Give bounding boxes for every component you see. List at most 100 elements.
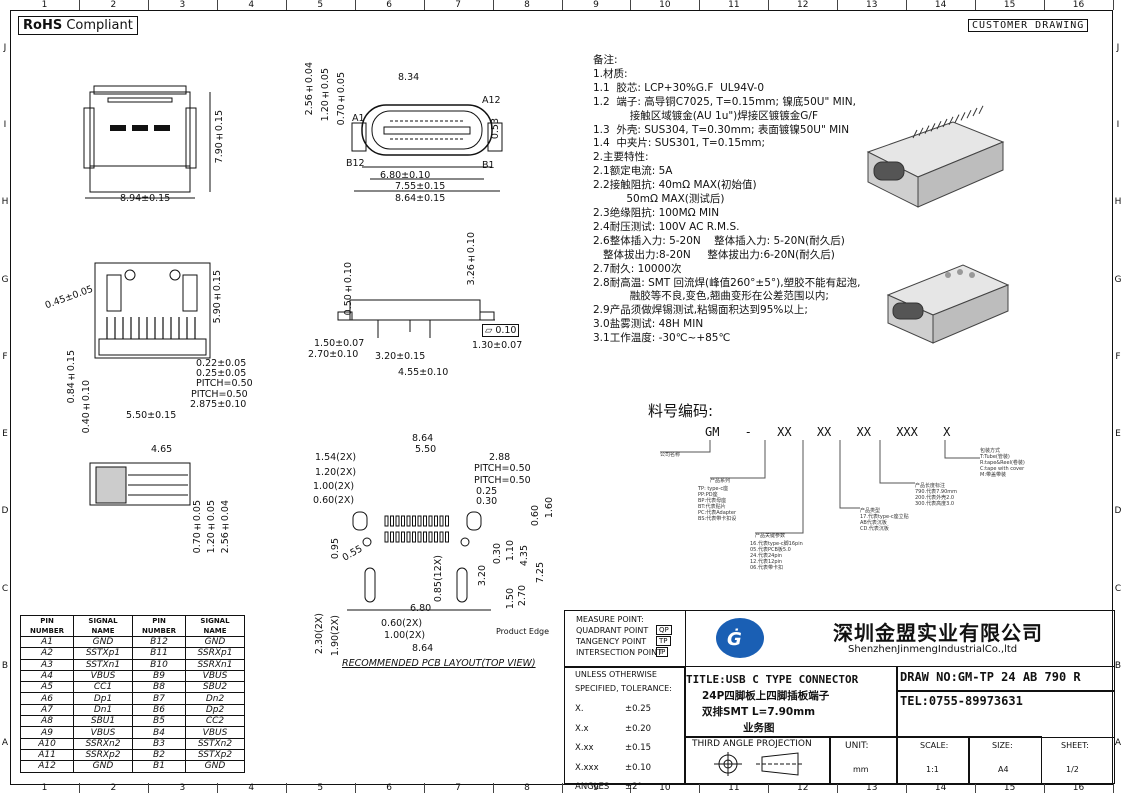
smt-pad xyxy=(423,531,427,543)
ruler-row-A: A xyxy=(1114,738,1122,749)
table-cell: B12 xyxy=(132,635,186,649)
terminal-pin xyxy=(924,125,930,134)
dim-120-b: 1.20±0.05 xyxy=(206,500,217,554)
pcb-680: 6.80 xyxy=(410,603,432,614)
ruler-col-2: 2 xyxy=(79,0,149,10)
company-logo: Ġ xyxy=(716,618,764,658)
note-line: 2.3绝缘阻抗: 100MΩ MIN xyxy=(593,206,720,219)
note-line: 2.9产品须做焊锡测试,粘锡面积达到95%以上; xyxy=(593,304,808,317)
note-line: 2.6整体插入力: 5-20N 整体插入力: 5-20N(耐久后) xyxy=(593,234,845,247)
projection-box xyxy=(684,736,831,784)
tolerance-row: X.x±0.20 xyxy=(575,723,652,734)
ruler-row-G: G xyxy=(1,274,9,285)
label-a12: A12 xyxy=(482,95,501,106)
dim-070-b: 0.70±0.05 xyxy=(192,500,203,554)
dim-270: 2.70±0.10 xyxy=(308,349,359,360)
ruler-col-6: 6 xyxy=(355,0,425,10)
dim-2875: 2.875±0.10 xyxy=(190,399,247,410)
terminal-pin xyxy=(966,109,972,119)
pitch-050-b: PITCH=0.50 xyxy=(191,389,248,400)
table-cell: GND xyxy=(185,635,245,649)
note-line: 2.1额定电流: 5A xyxy=(593,165,673,178)
part-code-leaders: 公司名称 产品系列 TP: type-c座 PP:PD座 BP:代表母座 BT:… xyxy=(660,440,1025,571)
svg-text:公司名称: 公司名称 xyxy=(660,451,680,458)
company-name-cn: 深圳金盟实业有限公司 xyxy=(833,621,1043,645)
table-cell: CC1 xyxy=(73,681,133,694)
pin-table-header-cell: SIGNAL NAME xyxy=(185,615,245,637)
terminal-pin xyxy=(978,105,984,115)
pcb-725: 7.25 xyxy=(535,562,546,584)
smt-pad xyxy=(406,515,411,527)
connector-3d-bottom xyxy=(886,264,1010,344)
scale-value: 1:1 xyxy=(926,765,939,774)
dim-755: 7.55±0.15 xyxy=(395,181,446,192)
note-line: 2.主要特性: xyxy=(593,151,649,164)
company-name-en: ShenzhenJinmengIndustrialCo.,ltd xyxy=(848,644,1018,655)
svg-text:06.代表带卡扣: 06.代表带卡扣 xyxy=(750,564,783,571)
unit-box xyxy=(829,736,898,784)
part-code-segment: XXX xyxy=(896,425,944,439)
pin-table-header-cell: SIGNAL NAME xyxy=(73,615,133,637)
dim-256-b: 2.56±0.04 xyxy=(220,500,231,554)
table-cell: A6 xyxy=(20,692,74,705)
tolerance-row: X.±0.25 xyxy=(575,704,652,714)
tolerance-row: X.xx±0.15 xyxy=(575,743,652,753)
dim-834: 8.34 xyxy=(398,72,420,83)
ruler-col-5: 5 xyxy=(286,783,356,793)
flatness-box: ⏥ 0.10 xyxy=(482,324,520,337)
table-cell: A8 xyxy=(20,715,74,728)
note-line: 备注: xyxy=(593,54,618,66)
ruler-col-7: 7 xyxy=(424,0,494,10)
ruler-row-F: F xyxy=(1115,351,1121,362)
svg-text:05.代表PCB板5.0: 05.代表PCB板5.0 xyxy=(750,546,791,553)
note-line: 接触区域镀金(AU 1u")焊接区镀镀金G/F xyxy=(593,109,818,122)
table-cell: B3 xyxy=(132,737,186,750)
title-line-4: 业务图 xyxy=(743,722,775,734)
title-box xyxy=(684,666,898,738)
table-cell: A5 xyxy=(20,681,74,694)
tol-title-2: SPECIFIED, TOLERANCE: xyxy=(575,684,672,693)
smt-pad xyxy=(439,531,444,543)
ruler-col-2: 2 xyxy=(79,783,149,793)
dim-590: 5.90±0.15 xyxy=(212,270,223,324)
pin-table-header-cell: PIN NUMBER xyxy=(20,615,74,637)
svg-text:产品类型: 产品类型 xyxy=(860,507,880,514)
dim-070-a: 0.70±0.05 xyxy=(336,72,347,126)
svg-text:12.代表12pin: 12.代表12pin xyxy=(750,558,782,565)
dim-120-a: 1.20±0.05 xyxy=(320,68,331,122)
table-cell: B4 xyxy=(132,726,186,739)
terminal-pin xyxy=(912,129,918,139)
tolerance-box xyxy=(564,666,686,784)
table-cell: B11 xyxy=(132,647,186,660)
ruler-col-13: 13 xyxy=(837,783,908,793)
svg-text:包装方式: 包装方式 xyxy=(980,447,1000,454)
ruler-col-6: 6 xyxy=(355,783,425,793)
ruler-col-11: 11 xyxy=(699,783,770,793)
sheet-label: SHEET: xyxy=(1061,741,1089,750)
ruler-col-10: 10 xyxy=(630,0,701,10)
title-line-1: TITLE:USB C TYPE CONNECTOR xyxy=(686,673,859,686)
pcb-864-b: 8.64 xyxy=(412,643,434,654)
dim-320: 3.20±0.15 xyxy=(375,351,426,362)
product-edge-label: Product Edge xyxy=(496,627,550,636)
table-cell: SSRXp1 xyxy=(185,647,245,660)
pitch-050-a: PITCH=0.50 xyxy=(196,378,253,389)
svg-text:BP:代表母座: BP:代表母座 xyxy=(698,497,726,504)
ruler-row-F: F xyxy=(2,351,8,362)
svg-text:CD.代表沉板: CD.代表沉板 xyxy=(860,525,889,532)
table-cell: A1 xyxy=(20,635,74,649)
part-code-segment: GM - xyxy=(705,425,778,439)
table-cell: B2 xyxy=(132,748,186,762)
drawing-frame xyxy=(10,10,1113,785)
ruler-row-I: I xyxy=(3,119,7,130)
